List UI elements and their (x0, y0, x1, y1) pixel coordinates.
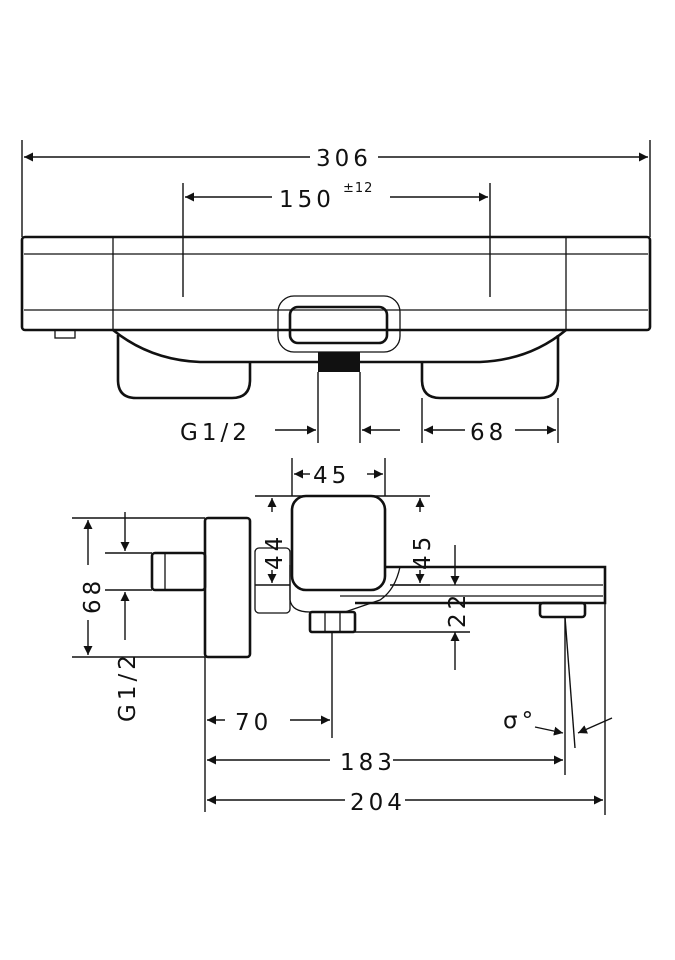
side-view: 45 44 45 22 68 G1/2 (72, 458, 613, 816)
dim-depth-68: 68 (80, 577, 106, 614)
dim-overall-width: 306 (316, 146, 372, 172)
dim-handle-width: 68 (470, 420, 507, 446)
dim-knob-width: 45 (313, 463, 350, 489)
front-inlet-thread: G1/2 (180, 420, 251, 446)
dim-spout-reach: 183 (340, 750, 396, 776)
dim-center-tolerance: ±12 (343, 181, 373, 196)
dim-45-vertical: 45 (410, 533, 436, 570)
dim-center-distance: 150 (279, 187, 335, 213)
front-view: 306 150 ±12 G1/2 68 (20, 140, 652, 446)
side-inlet-thread: G1/2 (115, 651, 141, 722)
dim-angle: σ° (503, 708, 537, 734)
dim-overall-depth: 204 (350, 790, 406, 816)
dim-outlet-offset: 70 (235, 710, 272, 736)
dim-spout-height: 22 (445, 591, 471, 628)
dim-44: 44 (262, 533, 288, 570)
